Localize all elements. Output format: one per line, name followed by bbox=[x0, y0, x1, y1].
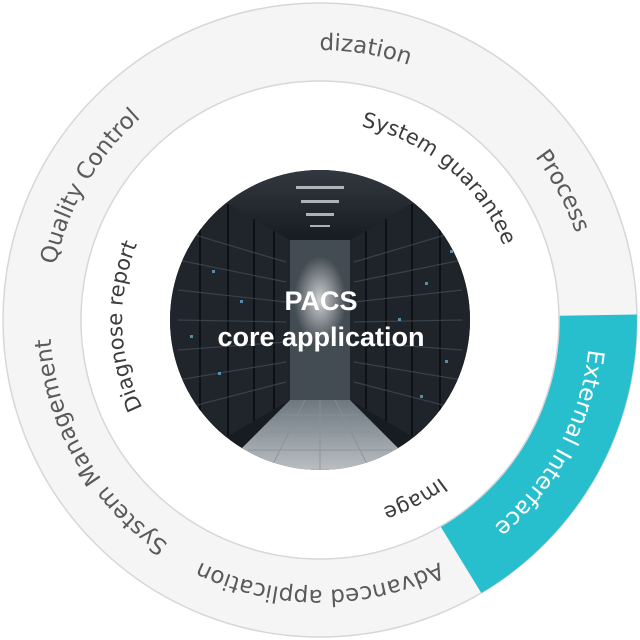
external-interface-segment[interactable] bbox=[440, 314, 637, 594]
core-title: PACS bbox=[284, 286, 357, 316]
core-subtitle: core application bbox=[217, 322, 424, 352]
server-room-image bbox=[170, 170, 470, 470]
